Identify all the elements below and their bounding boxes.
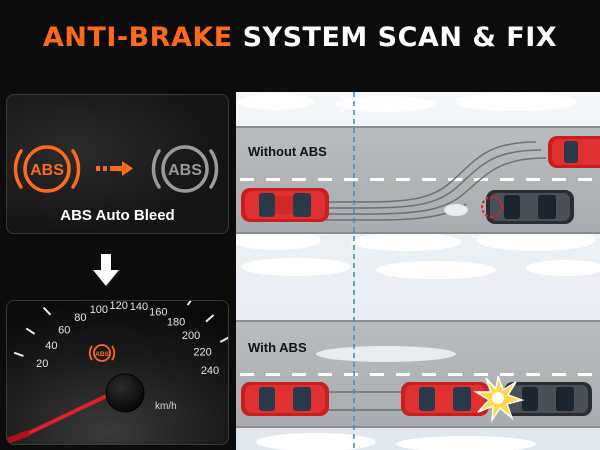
brake-marks bbox=[326, 391, 406, 411]
lane-dash bbox=[474, 373, 488, 376]
abs-badge-text-grey: ABS bbox=[168, 162, 202, 179]
speedometer-tick-label: 120 bbox=[110, 301, 128, 312]
speedometer-tick-label: 200 bbox=[182, 330, 200, 342]
speedometer-tick-label: 100 bbox=[90, 304, 108, 316]
speedometer-tick-label: 240 bbox=[201, 365, 219, 377]
lane-dash bbox=[370, 373, 384, 376]
lane-dash bbox=[266, 178, 280, 181]
arrow-right-icon bbox=[96, 161, 133, 176]
lane-dash bbox=[318, 373, 332, 376]
impact-mark bbox=[481, 196, 503, 218]
lane-dash bbox=[526, 373, 540, 376]
speedometer-tick-label: 40 bbox=[45, 340, 57, 352]
title-accent: ANTI-BRAKE bbox=[42, 22, 233, 53]
road-scenes: Without ABS With ABS bbox=[236, 92, 600, 450]
page-title: ANTI-BRAKE SYSTEM SCAN & FIX bbox=[0, 22, 600, 53]
needle-red-zone bbox=[7, 430, 31, 444]
speedometer-tick-label: 60 bbox=[58, 324, 70, 336]
red-car-with-abs-start bbox=[241, 382, 329, 416]
skid-marks bbox=[325, 141, 547, 221]
abs-badge-text-orange: ABS bbox=[30, 162, 64, 179]
lane-dash bbox=[448, 178, 462, 181]
speedometer-hub bbox=[105, 373, 145, 413]
lane-dash bbox=[578, 178, 592, 181]
lane-dash bbox=[578, 373, 592, 376]
speedometer-tick-label: 140 bbox=[130, 301, 148, 313]
speedometer-tick-label: 80 bbox=[74, 312, 86, 324]
abs-bleed-graphic: ABS ABS bbox=[13, 145, 219, 193]
lane-dash bbox=[344, 373, 358, 376]
speedometer-tick-label: 20 bbox=[36, 358, 48, 370]
without-abs-label: Without ABS bbox=[248, 144, 327, 159]
lane-dash bbox=[292, 373, 306, 376]
with-abs-label: With ABS bbox=[248, 340, 307, 355]
red-car-with-abs-stopped bbox=[401, 382, 489, 416]
abs-warning-icon-orange: ABS bbox=[13, 145, 81, 193]
lane-dashes-bottom bbox=[240, 373, 592, 376]
speedometer-tick bbox=[42, 306, 52, 316]
crash-burst-icon bbox=[473, 375, 525, 423]
lane-dash bbox=[448, 373, 462, 376]
road-illustration bbox=[236, 92, 600, 450]
abs-bleed-caption: ABS Auto Bleed bbox=[60, 207, 175, 224]
header: ANTI-BRAKE SYSTEM SCAN & FIX bbox=[0, 0, 600, 84]
snow-drifts bbox=[236, 93, 600, 450]
speedometer-tick bbox=[186, 301, 192, 306]
speedometer-tick-label: 160 bbox=[149, 307, 167, 319]
speedometer-tick bbox=[205, 314, 215, 323]
speed-unit: km/h bbox=[155, 401, 177, 412]
speedometer-tick-label: 220 bbox=[193, 346, 211, 358]
lane-dash bbox=[552, 178, 566, 181]
left-panel: ABS ABS ABS Auto Bleed bbox=[0, 84, 236, 450]
speedometer-tick bbox=[25, 327, 36, 335]
lane-dash bbox=[240, 178, 254, 181]
lane-dash bbox=[422, 373, 436, 376]
speedometer-ticks bbox=[13, 301, 228, 358]
lane-dash bbox=[396, 178, 410, 181]
lane-dash bbox=[318, 178, 332, 181]
lane-dash bbox=[266, 373, 280, 376]
lane-dash bbox=[344, 178, 358, 181]
abs-warning-icon-small: ABS bbox=[88, 344, 116, 362]
abs-badge-text-small: ABS bbox=[95, 351, 109, 358]
lane-dash bbox=[422, 178, 436, 181]
lane-dash bbox=[500, 178, 514, 181]
speedometer-needle bbox=[27, 389, 119, 435]
lane-dash bbox=[396, 373, 410, 376]
arrow-down-icon bbox=[93, 254, 119, 286]
speedometer-tick bbox=[13, 351, 24, 358]
lane-dash bbox=[292, 178, 306, 181]
title-rest: SYSTEM SCAN & FIX bbox=[232, 22, 558, 53]
red-car-without-abs bbox=[241, 188, 329, 222]
abs-bleed-card: ABS ABS ABS Auto Bleed bbox=[6, 94, 229, 234]
abs-warning-icon-grey: ABS bbox=[151, 145, 219, 193]
lane-dash bbox=[240, 373, 254, 376]
red-car-swerved bbox=[548, 136, 600, 168]
dark-car-with-abs bbox=[504, 382, 592, 416]
lane-dash bbox=[500, 373, 514, 376]
speedometer-tick bbox=[219, 336, 228, 343]
lane-dash bbox=[552, 373, 566, 376]
lane-dash bbox=[526, 178, 540, 181]
speedometer-tick-label: 180 bbox=[167, 316, 185, 328]
lane-dash bbox=[370, 178, 384, 181]
dark-car-ahead bbox=[486, 190, 574, 224]
